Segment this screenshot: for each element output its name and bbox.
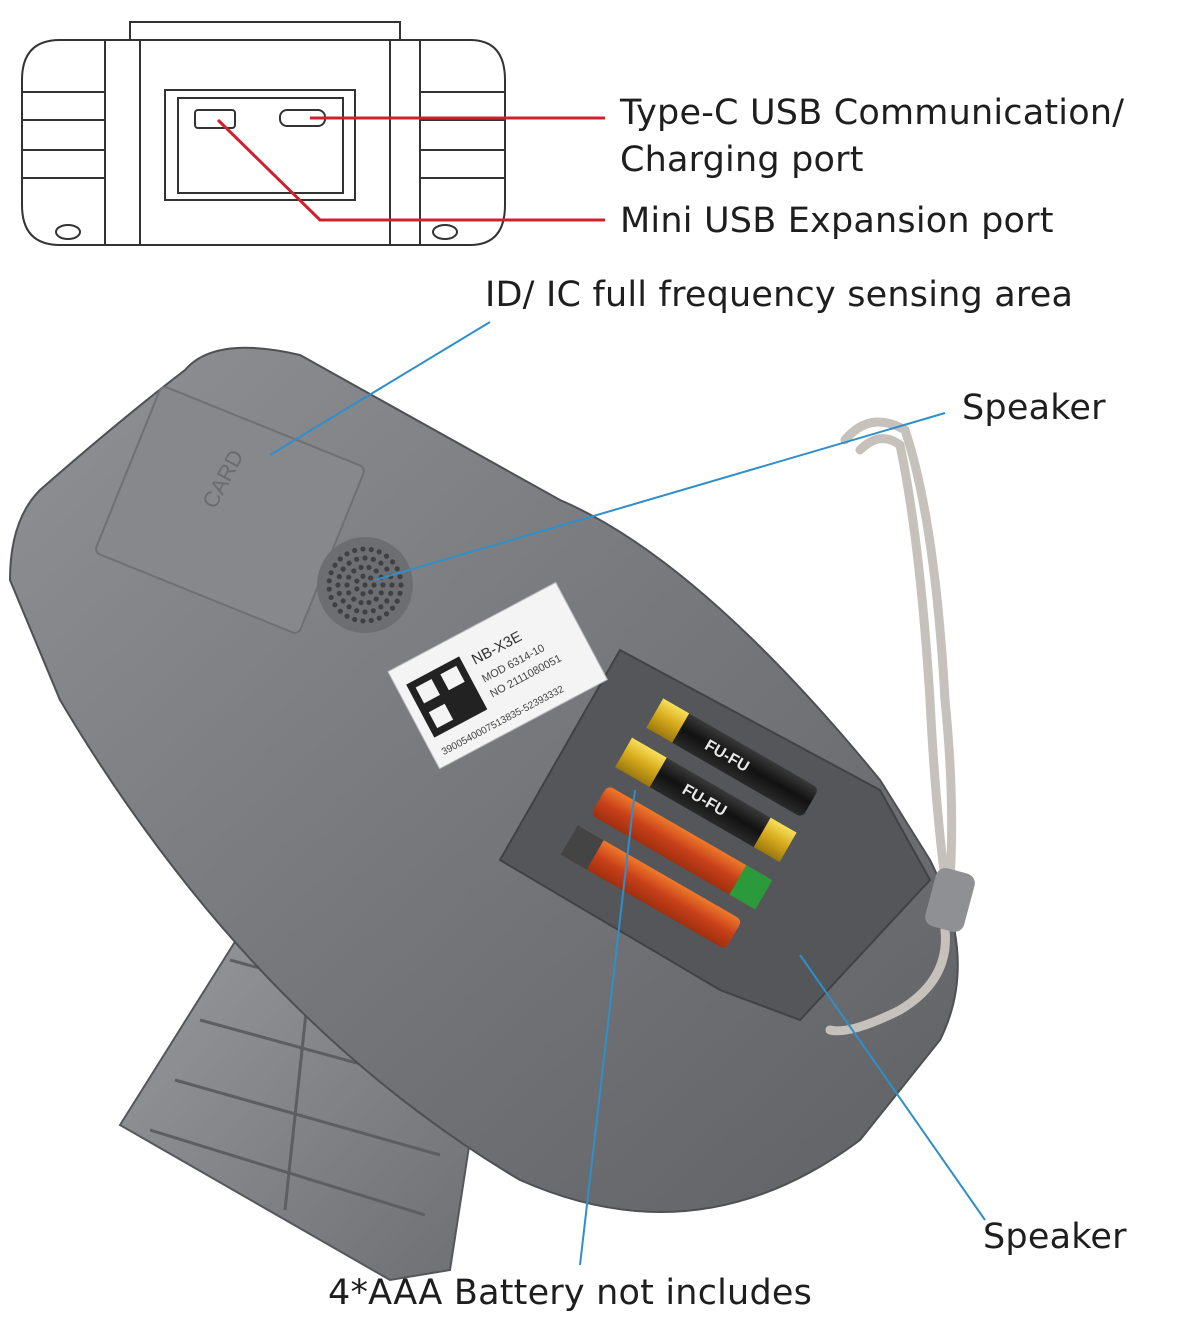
speaker-hole (346, 574, 352, 580)
speaker-hole (368, 589, 374, 595)
callout-leader-lines (269, 321, 986, 1266)
speaker-hole (389, 605, 396, 611)
speaker-hole (360, 573, 366, 579)
speaker-hole (380, 582, 386, 588)
speaker-hole (376, 615, 382, 621)
speaker-hole (378, 560, 384, 566)
speaker-hole (378, 604, 384, 610)
speaker-hole (368, 575, 374, 581)
speaker-hole (371, 582, 377, 588)
speaker-hole (368, 546, 374, 553)
speaker-hole (351, 596, 357, 602)
speaker-hole (360, 546, 366, 552)
speaker-hole (389, 582, 395, 588)
speaker-hole (352, 547, 358, 554)
speaker-hole (346, 590, 352, 596)
speaker-hole (326, 586, 332, 592)
strap-clip (925, 868, 975, 932)
speaker-hole (351, 568, 357, 574)
speaker-hole (340, 566, 346, 572)
speaker-hole (398, 582, 404, 588)
speaker-hole (362, 609, 368, 615)
speaker-hole (332, 562, 338, 568)
speaker-hole (360, 618, 366, 624)
speaker-hole (340, 598, 346, 604)
speaker-hole (360, 591, 366, 597)
speaker-hole (384, 566, 390, 572)
speaker-hole (368, 617, 374, 624)
speaker-hole (397, 590, 403, 596)
speaker-hole (346, 604, 352, 610)
speaker-hole (358, 564, 364, 571)
typec-port-label: Type-C USB Communication/ (620, 93, 1125, 133)
speaker-hole (336, 590, 342, 596)
speaker-hole (335, 582, 341, 588)
usb-leader-lines (216, 116, 605, 222)
speaker-hole (344, 551, 350, 557)
speaker-hole (328, 570, 334, 576)
speaker-hole (336, 574, 342, 580)
speaker-hole (344, 613, 350, 619)
mini-usb-label: Mini USB Expansion port (620, 201, 1054, 241)
speaker-hole (394, 598, 400, 604)
speaker-hole (358, 599, 364, 606)
speaker-hole (370, 608, 376, 614)
speaker-hole (383, 611, 390, 617)
speaker-hole (373, 596, 379, 602)
speaker-hole (373, 568, 379, 574)
speaker-hole (378, 590, 384, 596)
charging-port-label: Charging port (620, 140, 864, 180)
speaker-hole (354, 578, 360, 584)
speaker-hole (366, 599, 372, 606)
speaker-hole (344, 582, 350, 588)
wrist-strap (825, 417, 957, 1036)
speaker-top-label: Speaker (962, 388, 1106, 428)
speaker-hole (366, 564, 372, 571)
speaker-hole (362, 582, 368, 588)
speaker-hole (328, 594, 334, 600)
speaker-hole (362, 555, 368, 561)
device-end-drawing (21, 21, 506, 246)
speaker-hole (376, 549, 382, 555)
sensing-area-label: ID/ IC full frequency sensing area (485, 275, 1074, 315)
speaker-hole (352, 616, 358, 623)
device-body (8, 346, 959, 1213)
speaker-bottom-label: Speaker (983, 1217, 1127, 1257)
speaker-hole (337, 556, 343, 562)
speaker-grille (317, 537, 413, 633)
speaker-hole (337, 608, 343, 614)
device-sticker: NB-X3E MOD 6314-10 NO 2111080051 3900540… (387, 581, 609, 770)
speaker-hole (354, 608, 360, 614)
speaker-hole (370, 556, 376, 562)
speaker-hole (354, 586, 360, 592)
speaker-hole (383, 553, 390, 559)
speaker-hole (389, 559, 396, 565)
batteries: FU-FU FU-FU (560, 698, 817, 948)
speaker-hole (394, 566, 400, 572)
speaker-hole (326, 578, 332, 584)
speaker-hole (384, 598, 390, 604)
speaker-hole (388, 590, 394, 596)
speaker-hole (354, 556, 360, 562)
speaker-hole (346, 560, 352, 566)
speaker-hole (332, 602, 338, 608)
battery-label: 4*AAA Battery not includes (328, 1273, 813, 1313)
speaker-hole (397, 574, 403, 580)
